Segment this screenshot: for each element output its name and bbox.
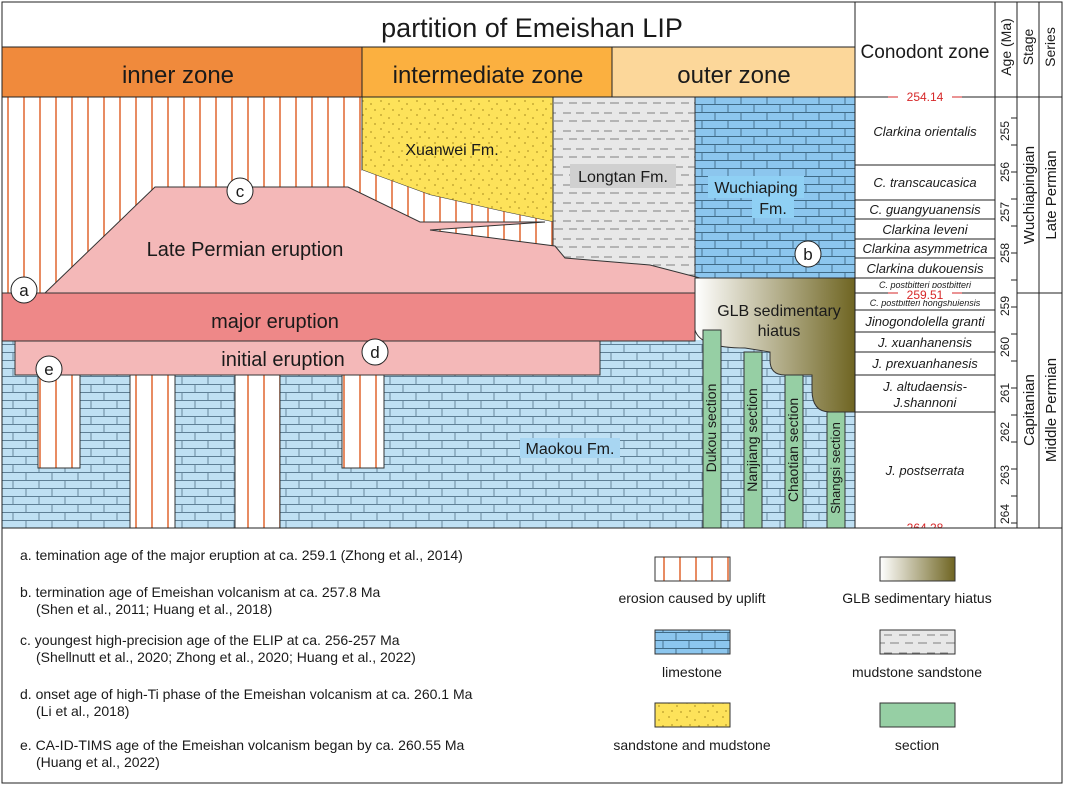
major-eruption-label: major eruption xyxy=(211,311,339,333)
legend-sandstone-label: sandstone and mudstone xyxy=(613,737,770,753)
stage-lower: Capitanian xyxy=(1021,374,1038,446)
major-eruption xyxy=(1,292,696,342)
series-lower: Middle Permian xyxy=(1043,358,1060,462)
legend-sandstone-swatch xyxy=(654,702,731,728)
note-c-line1: c. youngest high-precision age of the EL… xyxy=(20,632,400,648)
age-tick: 255 xyxy=(998,121,1012,141)
legend-limestone-label: limestone xyxy=(662,664,722,680)
intermediate-zone-header xyxy=(361,46,613,98)
conodont-zone: C. transcaucasica xyxy=(873,175,976,190)
conodont-zone: J. prexuanhanesis xyxy=(871,356,978,371)
age-tick: 263 xyxy=(998,465,1012,485)
age-tick: 260 xyxy=(998,337,1012,357)
conodont-zone: C. postbitteri postbitteri xyxy=(879,280,972,290)
initial-eruption xyxy=(14,340,601,376)
maokou-label: Maokou Fm. xyxy=(526,441,615,458)
late-permian-eruption-label: Late Permian eruption xyxy=(147,239,344,261)
note-e-line1: e. CA-ID-TIMS age of the Emeishan volcan… xyxy=(20,737,465,753)
age-header: Age (Ma) xyxy=(998,18,1014,76)
age-marker-middle: 259.51 xyxy=(907,288,944,302)
legend-mudstone-swatch xyxy=(879,629,956,655)
svg-text:a: a xyxy=(19,281,29,300)
legend-erosion-label: erosion caused by uplift xyxy=(618,590,765,606)
legend-erosion-swatch xyxy=(654,556,731,582)
note-b-line1: b. termination age of Emeishan volcanism… xyxy=(20,584,381,600)
svg-text:b: b xyxy=(803,245,812,264)
marker-c: c xyxy=(226,177,254,205)
longtan-label: Longtan Fm. xyxy=(578,169,668,186)
marker-d: d xyxy=(361,338,389,366)
chaotian-section-label: Chaotian section xyxy=(785,398,801,502)
nanjiang-section-label: Nanjiang section xyxy=(744,388,760,492)
legend-section-swatch xyxy=(879,702,956,728)
conodont-zone: J. postserrata xyxy=(885,463,965,478)
svg-text:d: d xyxy=(370,343,379,362)
age-tick: 258 xyxy=(998,243,1012,263)
legend-hiatus-label: GLB sedimentary hiatus xyxy=(842,590,991,606)
conodont-zone: Jinogondolella granti xyxy=(864,314,985,329)
conodont-zone-header: Conodont zone xyxy=(861,42,990,63)
age-tick: 262 xyxy=(998,422,1012,442)
glb-label-1: GLB sedimentary xyxy=(717,303,841,320)
inner-zone-header xyxy=(1,46,363,98)
initial-eruption-label: initial eruption xyxy=(221,349,344,371)
wuchiaping-label-2: Fm. xyxy=(759,201,787,218)
conodont-zone: C. postbitteri hongshuiensis xyxy=(870,298,981,308)
age-marker-top: 254.14 xyxy=(907,90,944,104)
stage-header: Stage xyxy=(1020,28,1036,65)
marker-b: b xyxy=(794,240,822,268)
shangsi-section-label: Shangsi section xyxy=(828,422,843,514)
diagram-title: partition of Emeishan LIP xyxy=(381,13,683,43)
note-b-line2: (Shen et al., 2011; Huang et al., 2018) xyxy=(36,601,272,617)
glb-label-2: hiatus xyxy=(758,323,801,340)
note-d-line2: (Li et al., 2018) xyxy=(36,703,129,719)
age-tick: 257 xyxy=(998,202,1012,222)
age-tick: 264 xyxy=(998,504,1012,524)
note-c-line2: (Shellnutt et al., 2020; Zhong et al., 2… xyxy=(36,649,416,665)
conodont-zone: Clarkina leveni xyxy=(882,222,968,237)
legend-section-label: section xyxy=(895,737,939,753)
age-tick: 256 xyxy=(998,162,1012,182)
erosion-column xyxy=(129,374,176,529)
note-e-line2: (Huang et al., 2022) xyxy=(36,754,160,770)
svg-text:c: c xyxy=(236,182,245,201)
conodont-zone: Clarkina dukouensis xyxy=(866,261,984,276)
age-tick: 259 xyxy=(998,296,1012,316)
wuchiaping-label-1: Wuchiaping xyxy=(714,180,797,197)
conodont-zone: C. guangyuanensis xyxy=(869,202,981,217)
marker-e: e xyxy=(35,355,63,383)
series-header: Series xyxy=(1042,27,1058,67)
conodont-zone: J. altudaensis- xyxy=(882,379,967,394)
xuanwei-label: Xuanwei Fm. xyxy=(405,142,498,159)
outer-zone-header xyxy=(611,46,856,98)
conodont-zone: J. xuanhanensis xyxy=(877,335,972,350)
inner-zone-label: inner zone xyxy=(122,62,234,89)
erosion-column xyxy=(234,374,281,529)
outer-zone-label: outer zone xyxy=(677,62,790,89)
marker-a: a xyxy=(10,276,38,304)
dukou-section-label: Dukou section xyxy=(703,384,719,473)
note-a: a. temination age of the major eruption … xyxy=(20,547,463,563)
conodont-zone: Clarkina orientalis xyxy=(873,124,977,139)
conodont-zone: J.shannoni xyxy=(893,395,958,410)
legend-limestone-swatch xyxy=(654,629,731,655)
intermediate-zone-label: intermediate zone xyxy=(393,62,584,89)
legend-mudstone-label: mudstone sandstone xyxy=(852,664,982,680)
note-d-line1: d. onset age of high-Ti phase of the Eme… xyxy=(20,686,473,702)
svg-text:e: e xyxy=(44,360,53,379)
series-upper: Late Permian xyxy=(1043,150,1060,239)
erosion-column xyxy=(341,374,385,469)
conodont-zone: Clarkina asymmetrica xyxy=(863,241,988,256)
stage-upper: Wuchiapingian xyxy=(1021,146,1038,244)
age-tick: 261 xyxy=(998,383,1012,403)
legend-hiatus-swatch xyxy=(879,556,956,582)
erosion-column xyxy=(37,374,81,469)
